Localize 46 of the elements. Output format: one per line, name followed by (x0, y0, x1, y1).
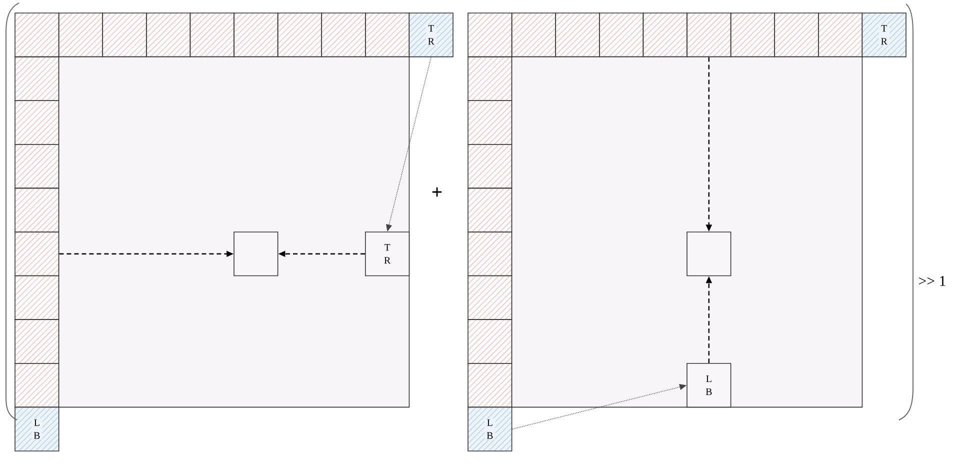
empty-box (686, 232, 732, 276)
hatched-cell (468, 56, 512, 101)
hatched-cell (14, 232, 60, 276)
hatched-cell (190, 12, 234, 58)
hatched-cell (599, 12, 644, 58)
shaded-square (511, 56, 863, 408)
hatched-cell (321, 12, 366, 58)
hatched-cell (468, 188, 512, 232)
hatched-cell (642, 12, 688, 58)
hatched-cell (14, 319, 60, 364)
hatched-cell (102, 12, 147, 58)
hatched-cell (234, 12, 278, 58)
hatched-cell (14, 188, 60, 232)
hatched-cell (468, 12, 512, 58)
labeled-cell: T R (408, 12, 454, 58)
labeled-cell: T R (862, 12, 906, 58)
hatched-cell (14, 12, 60, 58)
hatched-cell (730, 12, 775, 58)
shaded-square (58, 56, 410, 408)
labeled-cell: L B (468, 406, 512, 452)
hatched-cell (14, 100, 60, 145)
hatched-cell (146, 12, 191, 58)
hatched-cell (555, 12, 600, 58)
operator-label: >> 1 (918, 276, 946, 286)
hatched-cell (468, 275, 512, 320)
labeled-cell: L B (14, 406, 60, 452)
hatched-cell (468, 100, 512, 145)
empty-box (234, 232, 278, 276)
hatched-cell (277, 12, 322, 58)
hatched-cell (468, 319, 512, 364)
hatched-cell (14, 362, 60, 408)
labeled-box: L B (686, 362, 732, 408)
hatched-cell (818, 12, 863, 58)
plus-sign: + (432, 187, 442, 197)
labeled-box: T R (365, 232, 410, 276)
hatched-cell (468, 362, 512, 408)
hatched-cell (686, 12, 732, 58)
hatched-cell (468, 232, 512, 276)
hatched-cell (468, 144, 512, 189)
hatched-cell (58, 12, 103, 58)
hatched-cell (511, 12, 556, 58)
hatched-cell (774, 12, 819, 58)
hatched-cell (14, 144, 60, 189)
hatched-cell (14, 56, 60, 101)
hatched-cell (14, 275, 60, 320)
hatched-cell (365, 12, 410, 58)
